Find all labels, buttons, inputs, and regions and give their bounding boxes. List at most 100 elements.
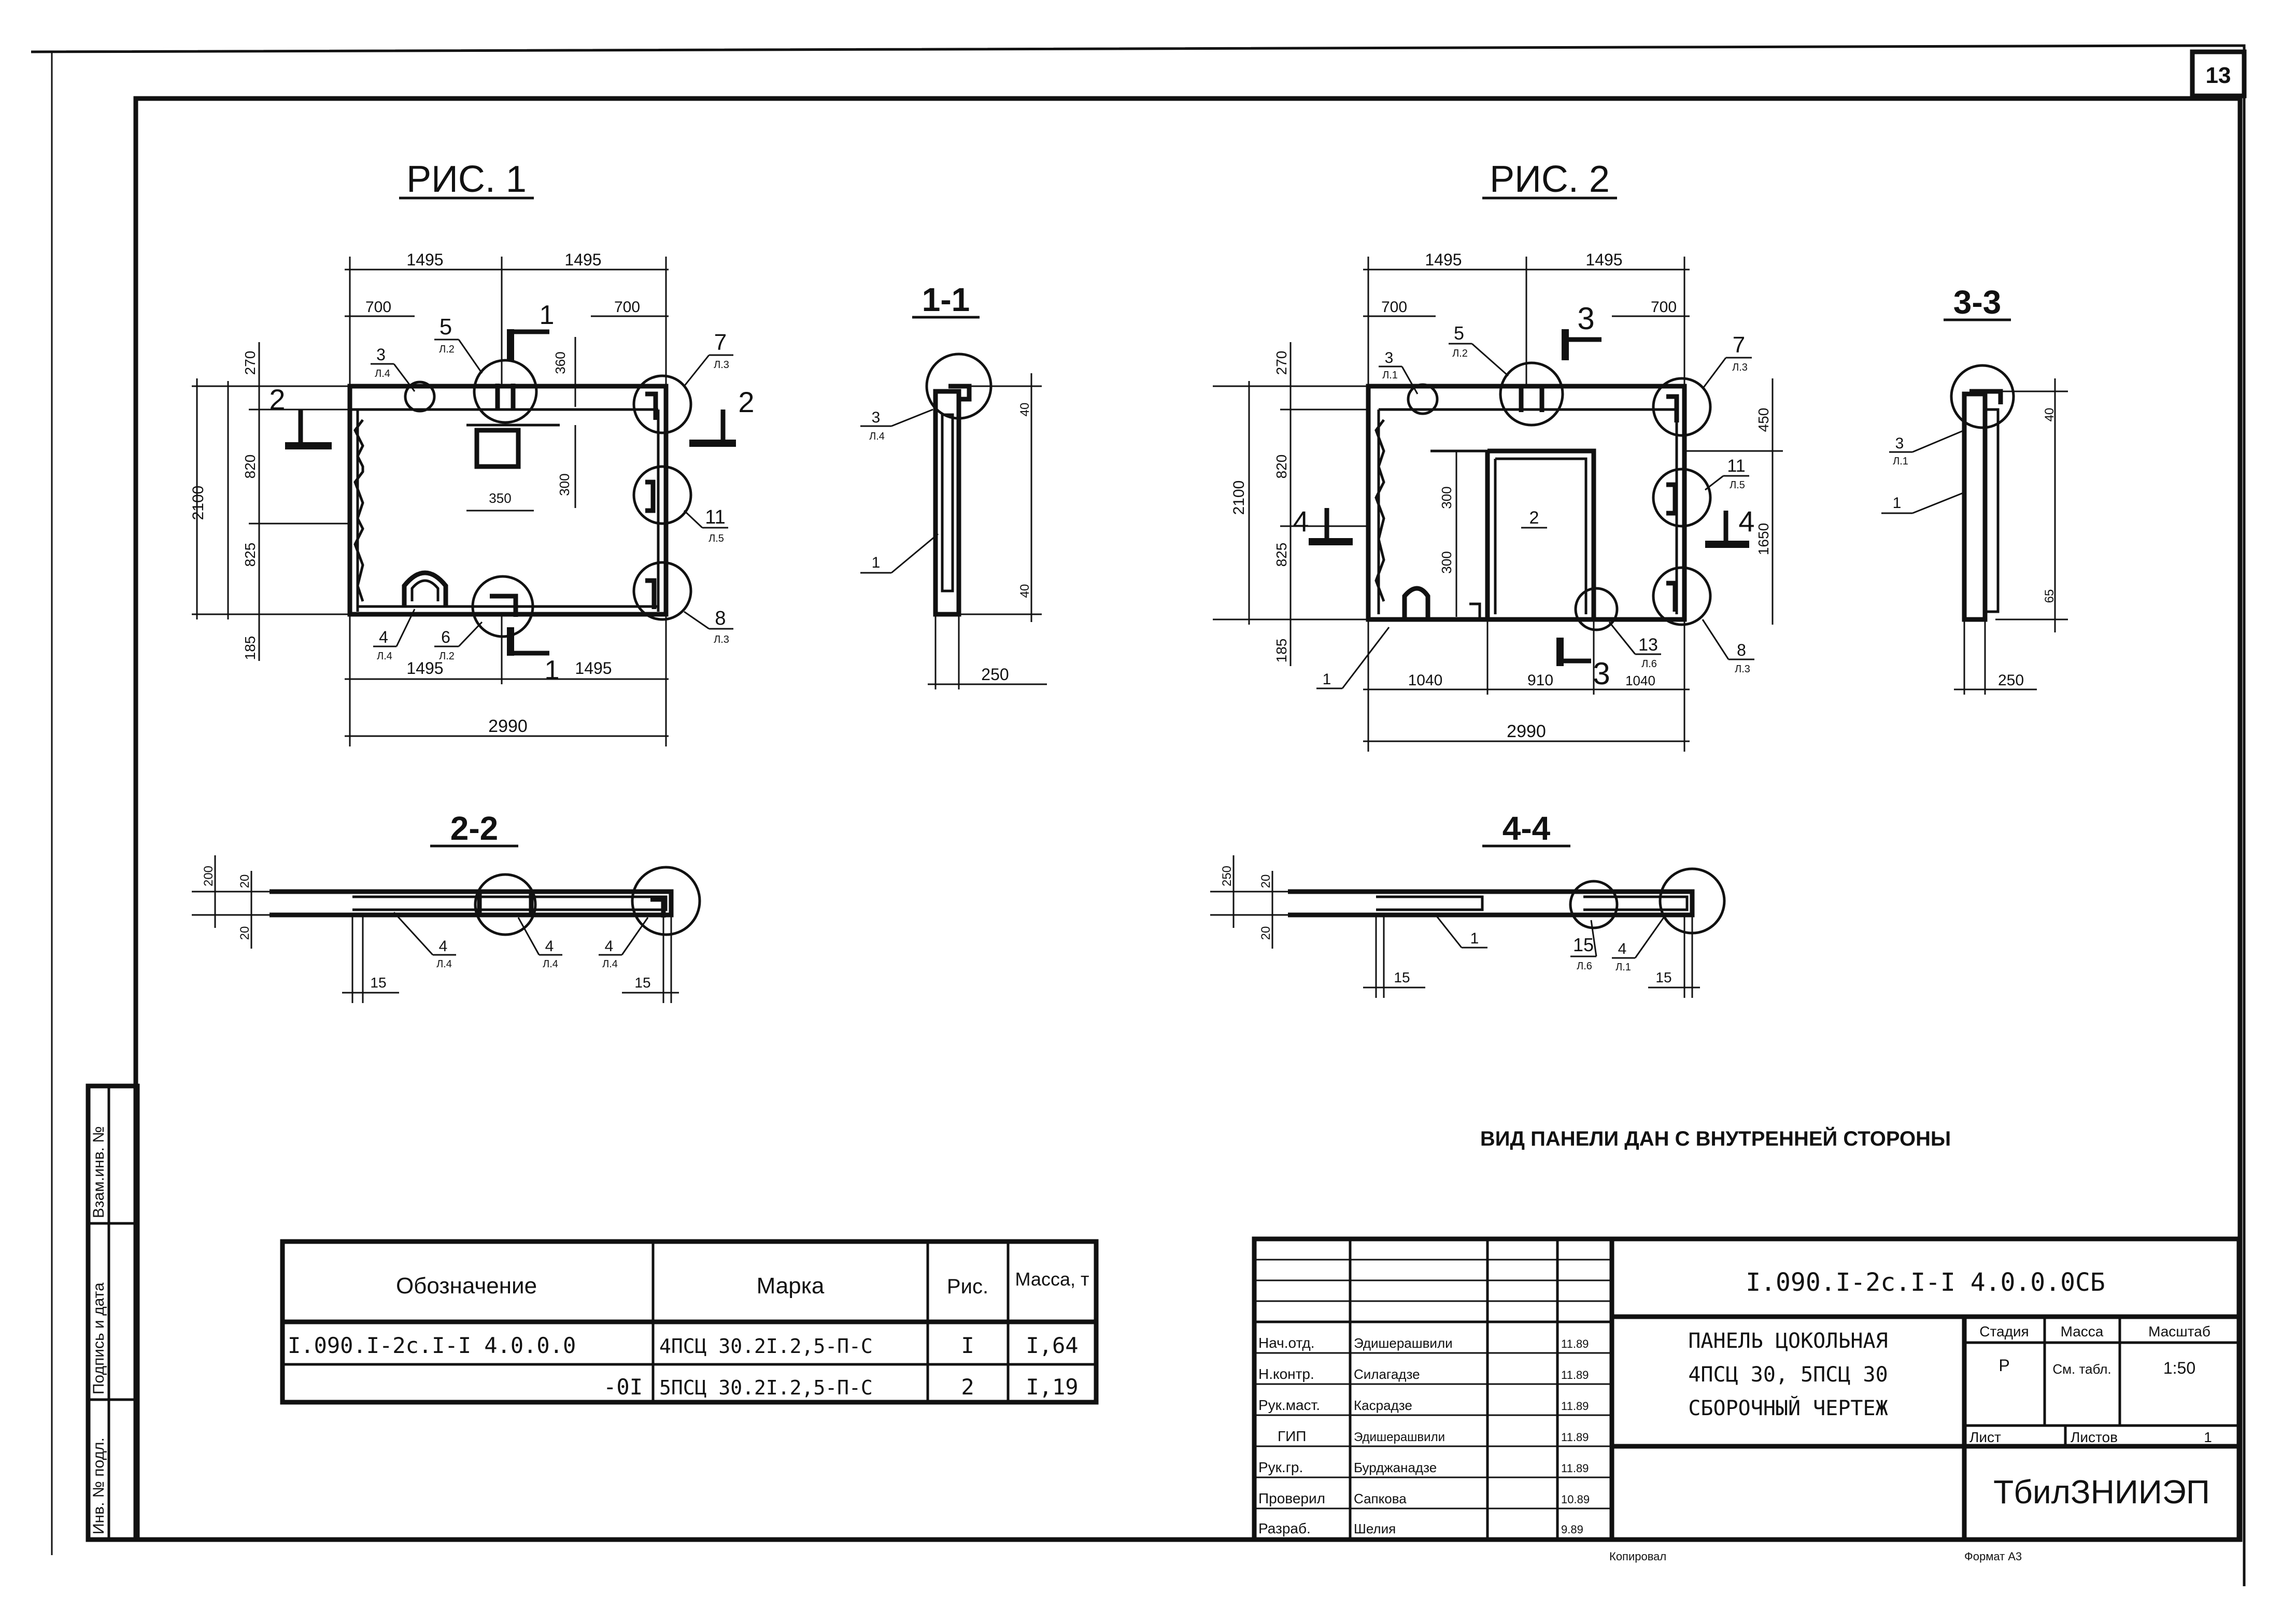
- role-5-name: Сапкова: [1354, 1491, 1407, 1506]
- sec11-title: 1-1: [922, 281, 970, 318]
- fig2-dim-2100: 2100: [1230, 481, 1248, 515]
- fig1-dim-total: 2990: [488, 716, 528, 736]
- sec33-callout-3: 3: [1895, 435, 1904, 452]
- title-block-sheet-label: Лист: [1969, 1429, 2001, 1445]
- fig1-callout-6: 6: [441, 628, 450, 646]
- spec-row-1-mark: 4ПСЦ 30.2I.2,5-П-С: [659, 1335, 873, 1358]
- fig2-section-mark-4-right: 4: [1738, 505, 1754, 538]
- fig2-callout-5-sheet: Л.2: [1452, 348, 1468, 359]
- fig1-section-mark-2-right: 2: [738, 386, 754, 418]
- title-block-sheets-label: Листов: [2071, 1429, 2118, 1445]
- fig2-callout-2: 2: [1529, 508, 1539, 528]
- fig2-dim-1040-right: 1040: [1625, 673, 1655, 688]
- section-4-4: 4-4 250 20 20 15 15 1 15 Л.6 4 Л.1: [1210, 810, 1726, 998]
- fig2-dim-top-left: 1495: [1425, 250, 1462, 269]
- fig1-callout-11-sheet: Л.5: [708, 533, 724, 544]
- sec11-dim-40-bottom: 40: [1018, 584, 1032, 598]
- fig1-dim-300: 300: [557, 473, 572, 496]
- fig1-dim-270: 270: [242, 351, 258, 375]
- sec22-dim-200: 200: [202, 866, 216, 886]
- fig1-title: РИС. 1: [406, 159, 527, 200]
- fig2-callout-1: 1: [1323, 671, 1331, 688]
- fig1-callout-5: 5: [440, 314, 452, 340]
- side-stamp: Инв. № подл. Подпись и дата Взам.инв. №: [86, 1083, 140, 1542]
- fig1-dim-700-left: 700: [365, 299, 391, 316]
- sec33-title: 3-3: [1953, 284, 2002, 321]
- role-2-date: 11.89: [1561, 1400, 1589, 1413]
- fig1-callout-8: 8: [715, 608, 726, 629]
- fig1-dimensions: 1495 1495 700 700 270 820 825 185 2100 3…: [190, 250, 669, 746]
- fig2-dim-top-right: 1495: [1585, 250, 1622, 269]
- role-3-name: Эдишерашвили: [1354, 1430, 1445, 1444]
- sec33-dim-40: 40: [2043, 408, 2057, 422]
- fig2-dim-300-a: 300: [1439, 486, 1454, 509]
- sec44-callout-1: 1: [1470, 930, 1479, 947]
- section-2-2: 2-2 200 20 20 15 15 4 Л.4 4 Л.4 4 Л.4: [192, 810, 701, 1003]
- fig2-dim-185: 185: [1273, 639, 1289, 663]
- fig1-dim-185: 185: [242, 636, 258, 660]
- fig1-callout-3-sheet: Л.4: [375, 368, 390, 379]
- fig1-dim-top-right: 1495: [564, 250, 601, 269]
- title-block-stage-header: Стадия: [1979, 1323, 2029, 1339]
- sec22-callout-4c-sheet: Л.4: [602, 958, 618, 970]
- fig1-section-mark-2-left: 2: [269, 383, 285, 416]
- fig2-callouts: 3 Л.1 5 Л.2 7 Л.3 11 Л.5 2 1 13 Л.6: [1316, 322, 1754, 689]
- sec11-dim-250: 250: [981, 665, 1009, 684]
- role-5-date: 10.89: [1561, 1493, 1590, 1506]
- title-block: Нач.отд. Эдишерашвили 11.89 Н.контр. Сил…: [1252, 1236, 2242, 1542]
- copied-label: Копировал: [1609, 1550, 1666, 1563]
- fig1-section-marks: 1 1 2 2: [269, 300, 754, 685]
- fig2-callout-11: 11: [1727, 456, 1745, 476]
- fig1-section-mark-1-top: 1: [540, 300, 555, 330]
- role-3-date: 11.89: [1561, 1431, 1589, 1444]
- role-0: Нач.отд.: [1258, 1335, 1315, 1351]
- title-block-mass-value: См. табл.: [2052, 1361, 2111, 1377]
- sec33-callout-3-sheet: Л.1: [1893, 456, 1908, 467]
- role-1-name: Силагадзе: [1354, 1366, 1420, 1382]
- spec-header-mass: Масса, т: [1015, 1268, 1089, 1290]
- side-stamp-inv: Инв. № подл.: [90, 1437, 107, 1534]
- fig2-section-mark-3-top: 3: [1577, 301, 1594, 336]
- sec44-callout-4-sheet: Л.1: [1615, 962, 1631, 973]
- sec44-callout-4: 4: [1618, 940, 1627, 957]
- role-6: Разраб.: [1258, 1520, 1311, 1536]
- fig2-dim-450: 450: [1755, 408, 1771, 432]
- fig1-dim-top-left: 1495: [406, 250, 443, 269]
- sec22-callout-4b-sheet: Л.4: [543, 958, 558, 970]
- fig1-callout-4-sheet: Л.4: [377, 651, 392, 662]
- fig2-dim-1650: 1650: [1755, 523, 1771, 555]
- fig1-dim-360: 360: [552, 351, 568, 374]
- sheet-frame: 13: [31, 44, 2247, 1586]
- sec22-callout-4a-sheet: Л.4: [436, 958, 452, 970]
- sec22-title: 2-2: [450, 810, 499, 847]
- fig2-title: РИС. 2: [1490, 159, 1610, 200]
- role-5: Проверил: [1258, 1490, 1325, 1506]
- role-6-date: 9.89: [1561, 1523, 1583, 1536]
- fig2-callout-5: 5: [1454, 322, 1464, 344]
- fig2-section-marks: 3 3 4 4: [1293, 301, 1754, 691]
- sec22-callout-4b: 4: [545, 938, 554, 955]
- fig2-dim-270: 270: [1273, 351, 1289, 375]
- sec44-dim-20-top: 20: [1259, 875, 1273, 888]
- sec22-dim-15-left: 15: [370, 975, 386, 991]
- spec-row-2-mass: I,19: [1026, 1374, 1078, 1400]
- role-2-name: Касрадзе: [1354, 1398, 1412, 1413]
- title-block-name-line-3: СБОРОЧНЫЙ ЧЕРТЕЖ: [1688, 1395, 1888, 1420]
- fig1-dim-bot-right: 1495: [575, 659, 612, 678]
- format-label: Формат А3: [1964, 1550, 2022, 1563]
- spec-row-1-designation: I.090.I-2с.I-I 4.0.0.0: [288, 1333, 576, 1358]
- fig2-dim-825: 825: [1273, 543, 1289, 567]
- fig1-dim-350: 350: [489, 490, 511, 506]
- fig2-callout-3-sheet: Л.1: [1382, 370, 1398, 381]
- fig1-panel: [347, 359, 692, 638]
- title-block-mass-header: Масса: [2061, 1323, 2104, 1339]
- title-block-scale-header: Масштаб: [2148, 1323, 2210, 1339]
- spec-row-2-fig: 2: [961, 1374, 974, 1400]
- title-block-code: I.090.I-2с.I-I 4.0.0.0СБ: [1746, 1268, 2105, 1297]
- title-block-sheets-value: 1: [2204, 1429, 2212, 1445]
- fig2-section-mark-4-left: 4: [1293, 505, 1309, 538]
- role-3: ГИП: [1278, 1428, 1306, 1444]
- role-1-date: 11.89: [1561, 1369, 1589, 1381]
- fig2-callout-8-sheet: Л.3: [1735, 664, 1750, 675]
- spec-table: Обозначение Марка Рис. Масса, т I.090.I-…: [280, 1239, 1099, 1405]
